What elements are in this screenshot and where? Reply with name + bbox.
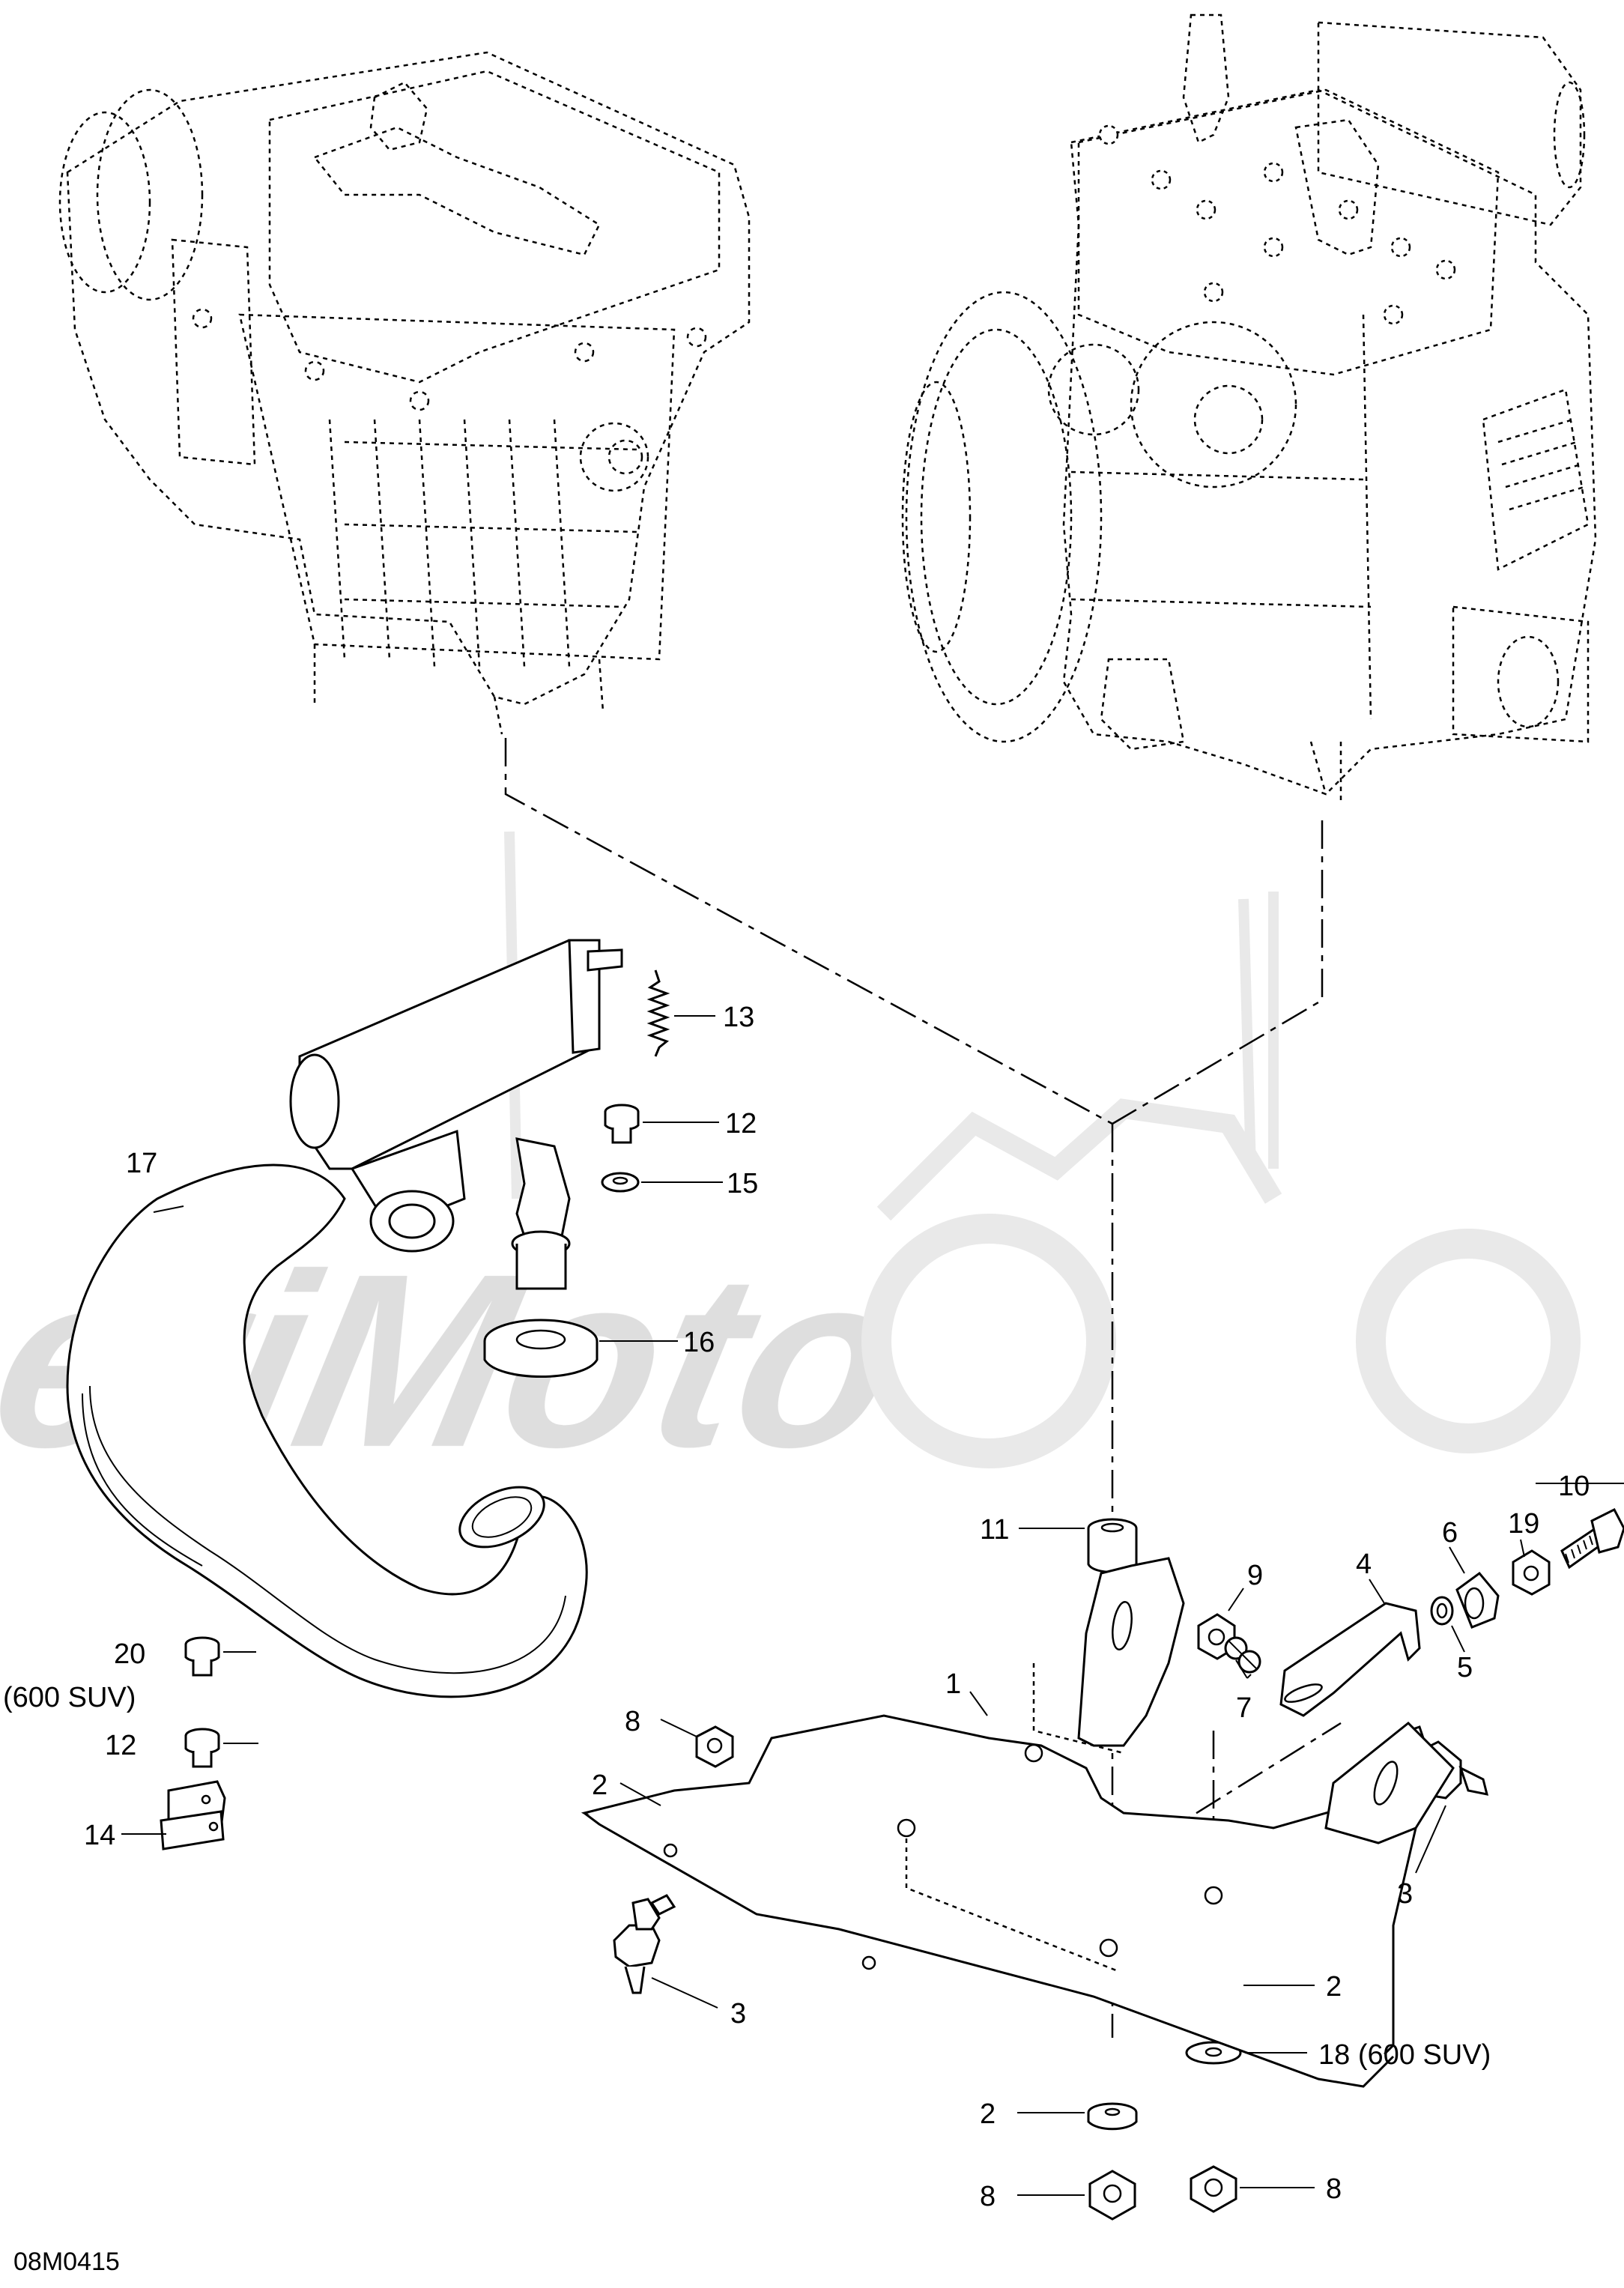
callout-2-bottom: 2 xyxy=(980,2098,996,2130)
callout-3-right: 3 xyxy=(1397,1878,1413,1910)
drawing-code: 08M0415 xyxy=(13,2248,120,2276)
callouts: 13 12 15 16 17 20 (600 SUV) 12 14 11 1 9… xyxy=(3,1002,1590,2276)
callout-7: 7 xyxy=(1236,1692,1252,1724)
callout-16: 16 xyxy=(683,1327,715,1358)
leader-lines xyxy=(121,1015,1624,2196)
support-plate xyxy=(581,1557,1455,2088)
callout-12-top: 12 xyxy=(725,1108,757,1140)
callout-6: 6 xyxy=(1442,1517,1458,1549)
callout-10: 10 xyxy=(1558,1471,1590,1502)
callout-12-bottom: 12 xyxy=(105,1730,136,1761)
callout-1: 1 xyxy=(945,1668,961,1700)
callout-18: 18 (600 SUV) xyxy=(1318,2039,1491,2071)
callout-4: 4 xyxy=(1356,1549,1372,1580)
tuned-pipe xyxy=(66,1163,588,1698)
callout-3-left: 3 xyxy=(730,1998,746,2030)
callout-9: 9 xyxy=(1247,1560,1263,1591)
callout-13: 13 xyxy=(723,1002,754,1033)
engine-left xyxy=(58,51,751,735)
callout-5: 5 xyxy=(1457,1652,1473,1683)
callout-15: 15 xyxy=(727,1168,758,1199)
callout-20: 20 xyxy=(114,1638,145,1670)
callout-20-note: (600 SUV) xyxy=(3,1682,136,1713)
callout-11: 11 xyxy=(980,1514,1009,1546)
callout-2-right: 2 xyxy=(1326,1971,1342,2003)
engine-right xyxy=(901,13,1597,802)
callout-14: 14 xyxy=(84,1820,115,1851)
callout-17: 17 xyxy=(126,1148,157,1179)
callout-2-left: 2 xyxy=(592,1770,608,1801)
callout-8-bottom: 8 xyxy=(980,2181,996,2212)
callout-19: 19 xyxy=(1508,1508,1539,1540)
callout-8-left: 8 xyxy=(625,1706,640,1737)
muffler xyxy=(289,939,623,1290)
callout-8-right: 8 xyxy=(1326,2173,1342,2205)
